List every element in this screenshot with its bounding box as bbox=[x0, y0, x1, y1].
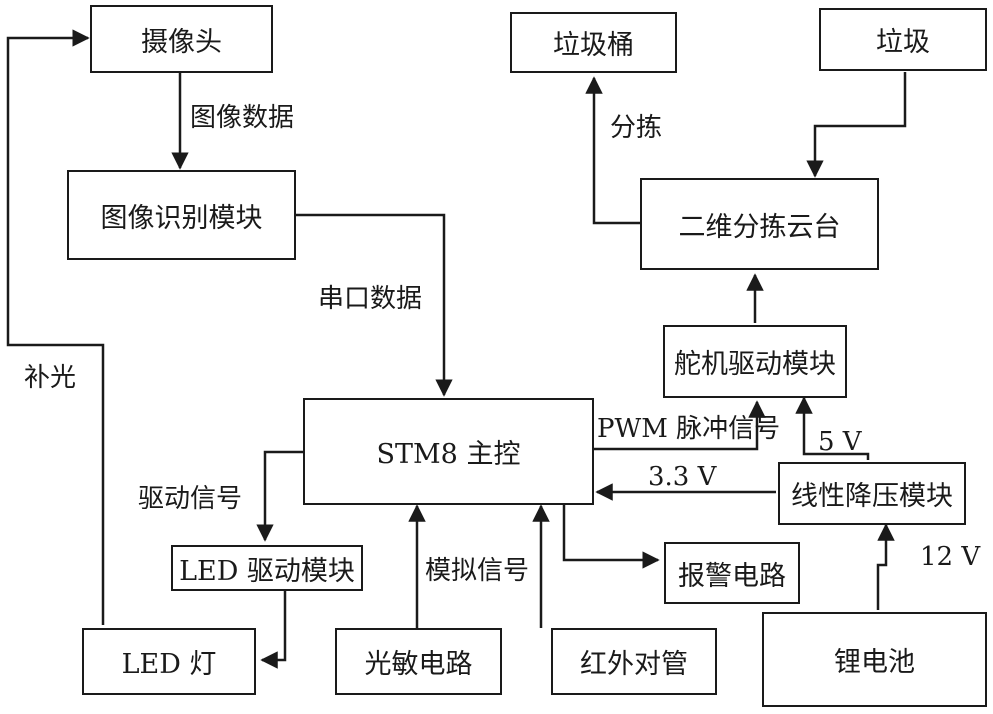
lithium-battery-block: 锂电池 bbox=[762, 612, 987, 707]
wire-stm8-to-led-driver bbox=[256, 450, 305, 542]
camera-block: 摄像头 bbox=[90, 5, 273, 73]
servo-driver-block: 舵机驱动模块 bbox=[663, 325, 847, 398]
wire-stm8-to-alarm bbox=[562, 504, 660, 569]
ir-pair-block: 红外对管 bbox=[551, 628, 717, 695]
wire-stm8-to-servo bbox=[593, 400, 766, 451]
wire-recognition-to-stm8 bbox=[295, 213, 453, 397]
stm8-main-block: STM8 主控 bbox=[303, 398, 594, 505]
led-lamp-block: LED 灯 bbox=[82, 628, 256, 695]
image-recognition-block: 图像识别模块 bbox=[67, 170, 296, 260]
wire-fill-light bbox=[6, 29, 105, 625]
gimbal-block: 二维分拣云台 bbox=[640, 178, 879, 270]
wire-garbage-to-gimbal bbox=[806, 72, 907, 178]
photo-circuit-block: 光敏电路 bbox=[335, 628, 502, 695]
pwm-signal-label: PWM 脉冲信号 bbox=[597, 414, 781, 444]
led-driver-block: LED 驱动模块 bbox=[171, 545, 363, 591]
analog-signal-label: 模拟信号 bbox=[425, 556, 530, 586]
linear-regulator-block: 线性降压模块 bbox=[778, 462, 966, 525]
image-data-label: 图像数据 bbox=[190, 103, 295, 133]
wire-battery-to-regulator bbox=[876, 523, 895, 610]
sorting-label: 分拣 bbox=[610, 113, 663, 143]
serial-data-label: 串口数据 bbox=[318, 284, 423, 314]
garbage-block: 垃圾 bbox=[819, 8, 987, 71]
alarm-circuit-block: 报警电路 bbox=[664, 542, 800, 604]
wire-gimbal-to-bin bbox=[585, 76, 640, 225]
v12-label: 12 V bbox=[920, 542, 981, 572]
wire-led-driver-to-lamp bbox=[260, 590, 287, 669]
wire-regulator-to-servo bbox=[795, 396, 870, 460]
v5-label: 5 V bbox=[818, 427, 862, 457]
v33-label: 3.3 V bbox=[648, 462, 717, 492]
drive-signal-label: 驱动信号 bbox=[138, 484, 243, 514]
fill-light-label: 补光 bbox=[24, 363, 77, 393]
trash-bin-block: 垃圾桶 bbox=[510, 12, 677, 73]
